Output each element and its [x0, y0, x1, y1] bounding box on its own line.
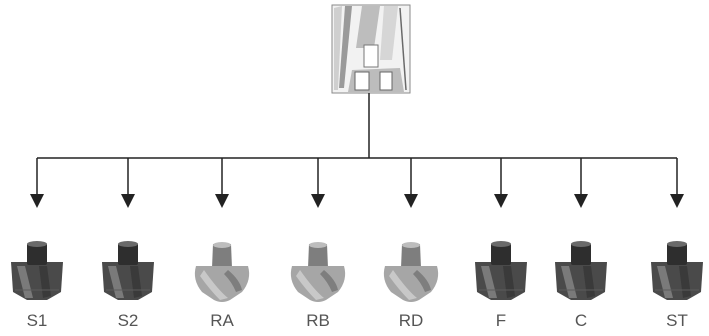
- variant-image-rd: [383, 242, 439, 302]
- variant-label-c: C: [574, 311, 588, 330]
- variant-image-st: [651, 241, 703, 300]
- variant-label-rb: RB: [306, 311, 330, 330]
- arrowhead-s1: [30, 194, 44, 208]
- root-tool-image: [331, 4, 411, 94]
- arrowhead-s2: [121, 194, 135, 208]
- arrowhead-ra: [215, 194, 229, 208]
- variant-label-ra: RA: [210, 311, 234, 330]
- variant-label-s1: S1: [26, 311, 48, 330]
- arrowhead-f: [494, 194, 508, 208]
- variant-label-st: ST: [666, 311, 688, 330]
- variant-label-f: F: [495, 311, 507, 330]
- variant-image-ra: [194, 242, 250, 302]
- variant-image-c: [555, 241, 607, 300]
- variant-image-f: [475, 241, 527, 300]
- variant-image-rb: [290, 242, 346, 302]
- arrowhead-c: [574, 194, 588, 208]
- variant-image-s1: [11, 241, 63, 300]
- arrowhead-rd: [404, 194, 418, 208]
- variant-label-rd: RD: [398, 311, 424, 330]
- variant-label-s2: S2: [117, 311, 139, 330]
- arrowhead-st: [670, 194, 684, 208]
- arrowhead-rb: [311, 194, 325, 208]
- variant-image-s2: [102, 241, 154, 300]
